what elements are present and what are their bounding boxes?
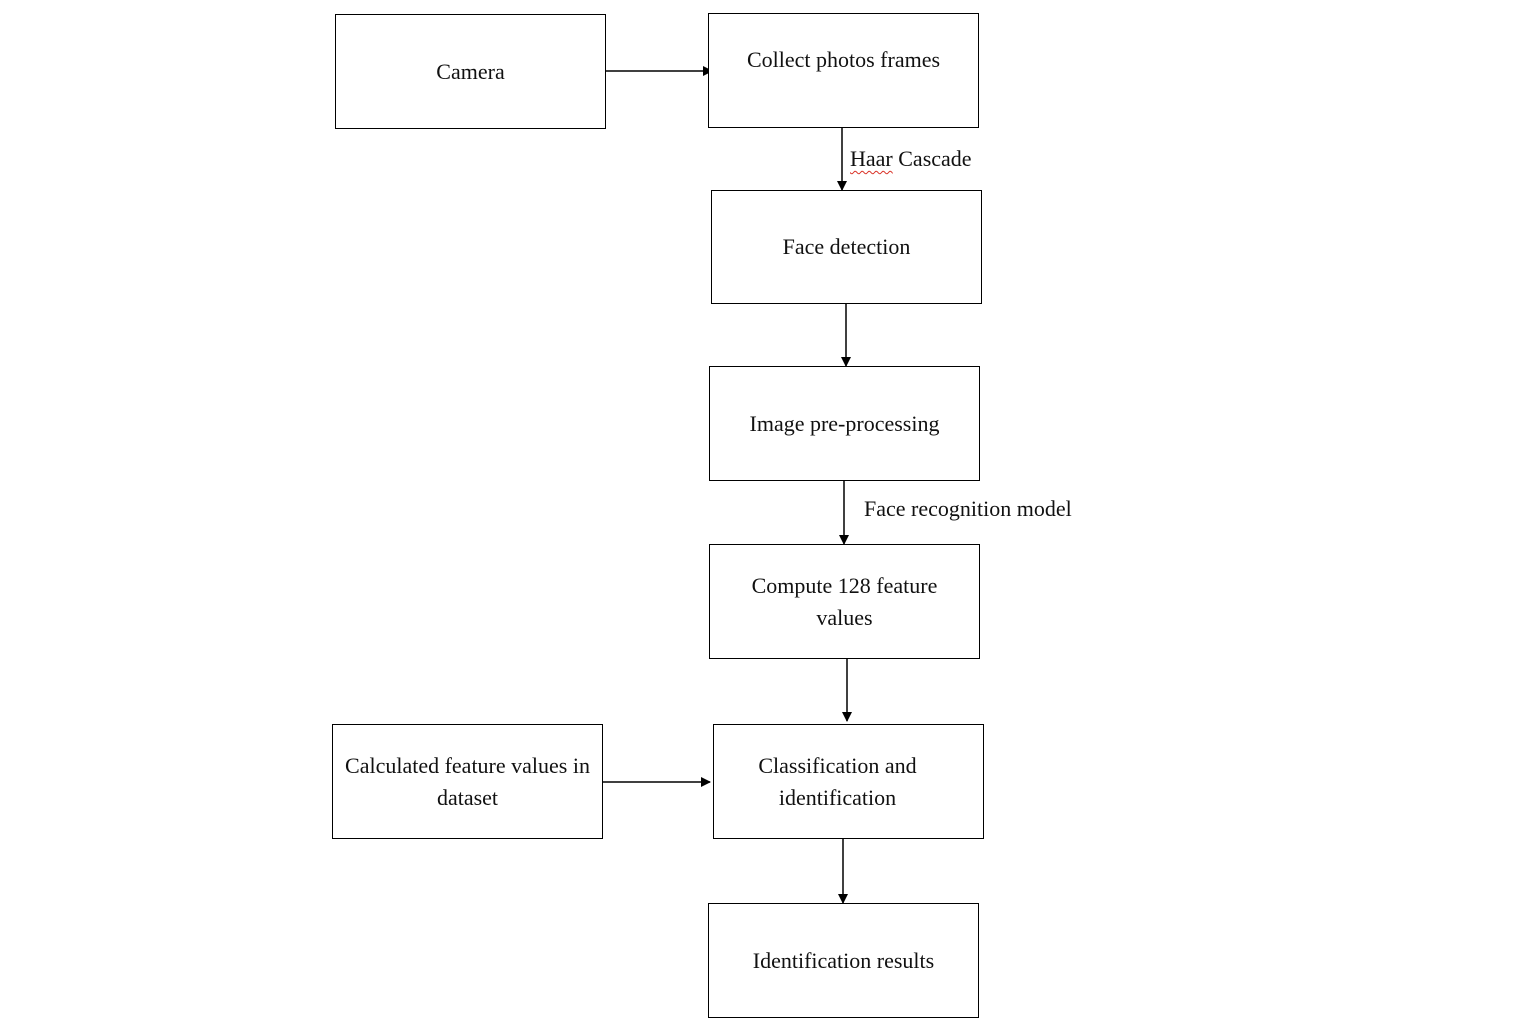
haar-word: Haar [850,146,893,171]
collect-frames-node-label: Collect photos frames [746,47,941,72]
preprocessing-node: Image pre-processing [709,366,980,481]
face-detection-node: Face detection [711,190,982,304]
classification-node: Classification and identification [713,724,984,839]
face-detection-node-label: Face detection [782,234,911,259]
haar-cascade-edge-label: Haar Cascade [850,146,972,172]
cascade-word: Cascade [892,146,972,171]
results-node: Identification results [708,903,979,1018]
face-recognition-model-edge-label: Face recognition model [864,496,1072,521]
preprocessing-node-label: Image pre-processing [749,410,940,436]
dataset-features-node: Calculated feature values in dataset [332,724,603,839]
camera-node-label: Camera [436,58,505,84]
dataset-features-node-label: Calculated feature values in dataset [345,752,590,810]
compute-features-node-label: Compute 128 feature values [751,572,938,630]
camera-node: Camera [335,14,606,129]
classification-node-label: Classification and identification [758,752,917,810]
collect-frames-node: Collect photos frames [708,13,979,128]
results-node-label: Identification results [752,947,935,973]
compute-features-node: Compute 128 feature values [709,544,980,659]
